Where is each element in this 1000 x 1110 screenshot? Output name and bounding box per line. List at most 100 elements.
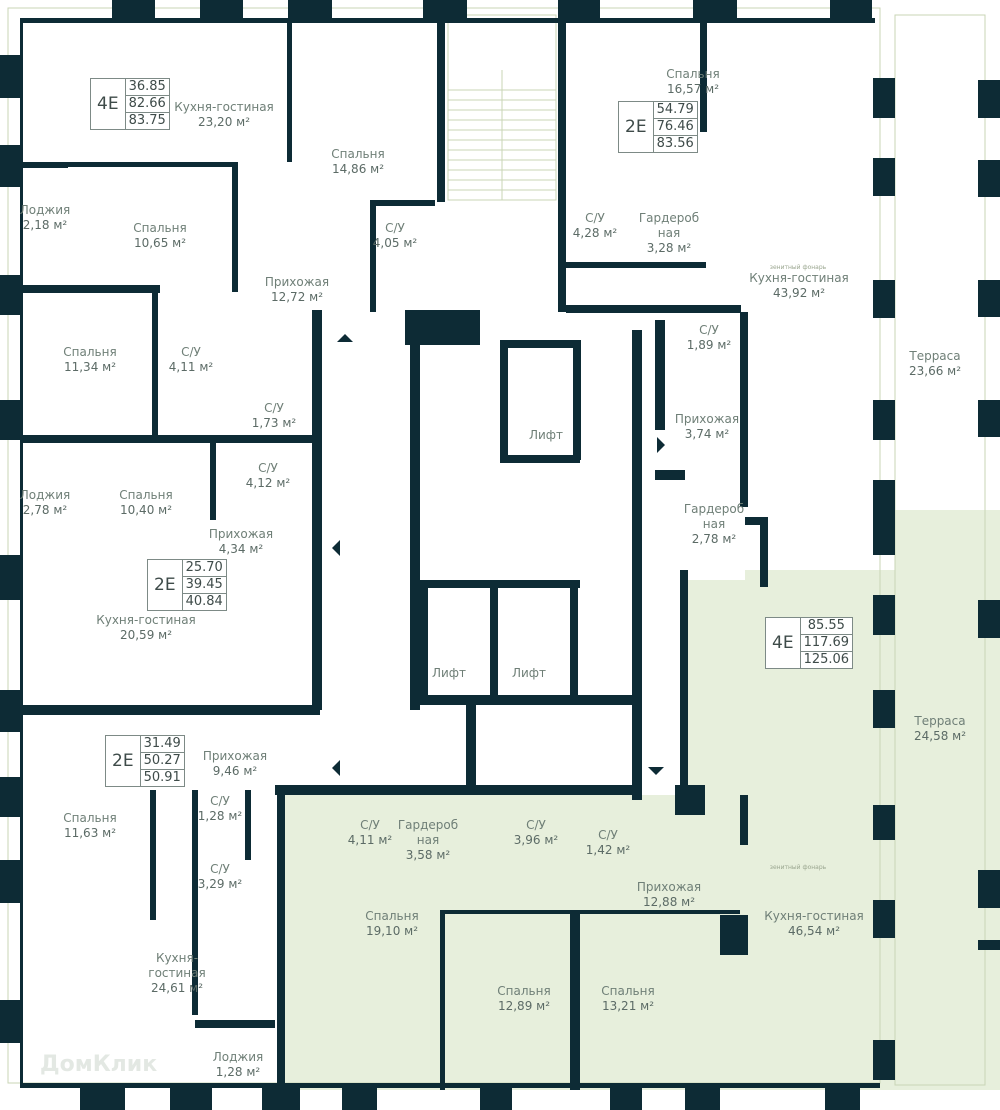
skylight-label: зенитный фонарь [769, 864, 827, 871]
room-name: Лоджия [212, 1050, 264, 1064]
room-name: С/У [264, 401, 284, 415]
room-area: 11,63 м² [63, 826, 117, 840]
room-area: 2,18 м² [22, 218, 68, 232]
room-area: 13,21 м² [601, 999, 655, 1013]
room-name: С/У [258, 461, 278, 475]
room-name: Спальня [119, 488, 173, 502]
room-area: 10,40 м² [119, 503, 173, 517]
room-area: 20,59 м² [119, 628, 173, 642]
room-name: Кухня-гостиная [764, 909, 864, 923]
room-name: Спальня [497, 984, 551, 998]
entrance-arrow-icon [332, 540, 340, 556]
room-area: 12,88 м² [642, 895, 696, 909]
living-area: 36.85 [125, 79, 169, 96]
room-name: Гардероб ная [397, 818, 459, 847]
room-name: Прихожая [264, 275, 330, 289]
domclick-watermark: ДомКлик [40, 1052, 158, 1077]
room-name: Лоджия [19, 488, 71, 502]
total-area: 50.27 [140, 753, 184, 770]
room-area: 12,72 м² [270, 290, 324, 304]
apartment-type: 4E [766, 618, 801, 668]
living-area: 85.55 [800, 618, 853, 635]
stairs [448, 70, 556, 200]
room-area: 4,34 м² [218, 542, 264, 556]
room-name: Спальня [331, 147, 385, 161]
room-name: Спальня [365, 909, 419, 923]
elevator-label: Лифт [431, 666, 467, 680]
room-name: С/У [699, 323, 719, 337]
room-area: 1,73 м² [251, 416, 297, 430]
living-area: 31.49 [140, 736, 184, 753]
skylight-label: зенитный фонарь [769, 264, 827, 271]
total-area: 39.45 [182, 577, 226, 594]
room-area: 11,34 м² [63, 360, 117, 374]
room-name: Прихожая [636, 880, 702, 894]
room-name: С/У [360, 818, 380, 832]
room-area: 23,66 м² [908, 364, 962, 378]
room-area: 23,20 м² [197, 115, 251, 129]
apartment-type: 4E [91, 79, 126, 129]
total-area: 76.46 [653, 119, 697, 136]
room-name: Спальня [63, 345, 117, 359]
room-area: 24,61 м² [150, 981, 204, 995]
elevator-label: Лифт [511, 666, 547, 680]
room-name: Гардероб ная [638, 211, 700, 240]
apartment-type: 2E [106, 736, 141, 786]
room-area: 2,78 м² [691, 532, 737, 546]
apartment-type: 2E [619, 102, 654, 152]
room-name: Терраса [909, 349, 961, 363]
room-area: 2,78 м² [22, 503, 68, 517]
entrance-arrow-icon [648, 767, 664, 775]
room-area: 3,74 м² [684, 427, 730, 441]
room-area: 4,28 м² [572, 226, 618, 240]
room-name: Кухня- гостиная [148, 951, 206, 980]
room-name: Прихожая [674, 412, 740, 426]
room-area: 24,58 м² [913, 729, 967, 743]
room-name: С/У [598, 828, 618, 842]
